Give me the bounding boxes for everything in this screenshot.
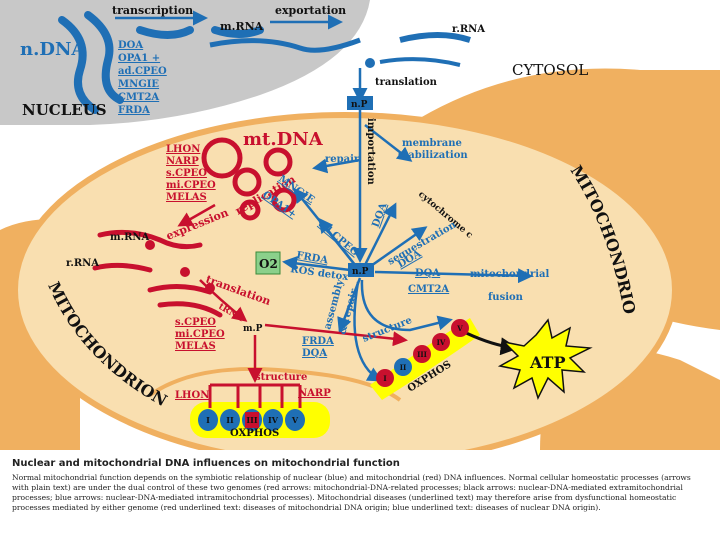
complex-right-1: II (400, 363, 407, 372)
ndna-strands (58, 11, 264, 114)
complex-bottom-2: III (246, 415, 257, 425)
label-mrna-mid: m.RNA (110, 232, 150, 243)
mito-disease-top-1: NARP (166, 156, 199, 167)
label-narp-bottom: NARP (298, 388, 331, 399)
label-rrna-mid: r.RNA (66, 258, 99, 269)
label-structure-bottom: structure (255, 372, 307, 383)
mito-diagram: transcription m.RNA exportation r.RNA n.… (0, 0, 720, 450)
np-mid-box (348, 263, 374, 277)
label-membrane-2: stabilization (398, 150, 468, 161)
arrow-dqa (363, 202, 397, 266)
label-transcription: transcription (112, 4, 193, 17)
nuclear-disease-5: FRDA (118, 105, 150, 116)
np-top-box (347, 96, 373, 110)
atp-burst (497, 318, 593, 401)
complex-bottom-1: II (226, 415, 234, 425)
mito-disease-top-4: MELAS (166, 192, 207, 203)
mrna-strand-top (209, 37, 361, 53)
label-frda-mid: FRDA (295, 250, 329, 266)
label-mrna-top: m.RNA (220, 20, 264, 33)
nuclear-disease-0: DOA (118, 40, 143, 51)
ribosome-top (365, 58, 375, 68)
rrna-strand-top-2 (379, 57, 461, 67)
complex-right-3: IV (437, 338, 446, 347)
arrow-ros (282, 256, 351, 272)
complexes-bottom (198, 409, 305, 431)
label-lhon-bottom: LHON (175, 390, 209, 401)
label-frda-low: FRDA (302, 336, 334, 347)
label-exportation: exportation (275, 4, 346, 17)
figure-caption: Nuclear and mitochondrial DNA influences… (12, 458, 708, 513)
mito-disease-top-2: s.CPEO (166, 168, 207, 179)
label-translation-top: translation (375, 77, 438, 88)
label-atp: ATP (529, 353, 565, 372)
label-np-top: n.P (351, 100, 368, 110)
arrow-expression (177, 203, 216, 227)
arrow-translation-mid (199, 279, 248, 322)
nuclear-disease-3: MNGIE (118, 79, 159, 90)
nuclear-disease-2: ad.CPEO (118, 66, 167, 77)
complex-labels-bottom: I II III IV V (206, 415, 299, 425)
label-cytosol: CYTOSOL (512, 61, 588, 79)
complexes-right (376, 319, 469, 387)
mito-disease-mid-0: s.CPEO (175, 317, 216, 328)
label-cmt2a-right: CMT2A (408, 284, 449, 295)
label-mp: m.P (243, 324, 263, 334)
nuclear-disease-4: CMT2A (118, 92, 159, 103)
complex-bottom-4: V (291, 415, 299, 425)
label-fusion: fusion (488, 292, 524, 303)
label-dqa-low: DQA (302, 348, 327, 359)
mito-disease-list-mid: s.CPEO mi.CPEO MELAS (175, 317, 225, 352)
label-importation: importation (365, 118, 376, 185)
mito-disease-list-top: LHON NARP s.CPEO mi.CPEO MELAS (166, 144, 216, 203)
complex-right-0: I (383, 374, 386, 383)
caption-body: Normal mitochondrial function depends on… (12, 473, 691, 512)
label-mitochondrial: mitochondrial (470, 269, 550, 280)
complex-labels-right: I II III IV V (383, 324, 463, 383)
mito-disease-mid-2: MELAS (175, 341, 216, 352)
nucleus-region (0, 0, 370, 125)
arrow-fusion (374, 268, 533, 284)
complex-right-4: V (456, 324, 463, 333)
arrow-structure (360, 279, 453, 332)
rrna-strand-top (399, 32, 471, 43)
label-rrna-top: r.RNA (452, 24, 485, 35)
arrow-repair (312, 158, 361, 174)
label-o2: O2 (259, 257, 278, 271)
label-mtdna: mt.DNA (243, 129, 324, 150)
label-dqa-right: DQA (415, 268, 440, 279)
arrow-membrane (364, 124, 413, 162)
caption-title: Nuclear and mitochondrial DNA influences… (12, 458, 400, 469)
mito-disease-mid-1: mi.CPEO (175, 329, 225, 340)
mt-rna-strands (92, 229, 223, 318)
label-oxphos-bottom: OXPHOS (230, 428, 279, 439)
label-ndna: n.DNA (20, 39, 86, 60)
mtdna-circles (201, 137, 297, 221)
arrow-structure-2 (353, 281, 383, 382)
arrow-structure-bottom (208, 383, 302, 408)
label-membrane-1: membrane (402, 138, 462, 149)
complex-bottom-3: IV (268, 415, 279, 425)
o2-box (255, 251, 281, 275)
nuclear-disease-list: DOA OPA1 + ad.CPEO MNGIE CMT2A FRDA (118, 40, 167, 116)
arrow-seq (367, 226, 428, 270)
arrow-adcpeo (318, 217, 356, 266)
nuclear-disease-1: OPA1 + (118, 53, 160, 64)
complex-right-2: III (417, 350, 427, 359)
label-nucleus: NUCLEUS (22, 101, 107, 119)
label-np-mid: n.P (352, 267, 369, 277)
mito-disease-top-3: mi.CPEO (166, 180, 216, 191)
arrow-mp-right (264, 323, 408, 347)
label-repair: repair (325, 154, 360, 165)
complex-bottom-0: I (206, 415, 210, 425)
mito-disease-top-0: LHON (166, 144, 200, 155)
